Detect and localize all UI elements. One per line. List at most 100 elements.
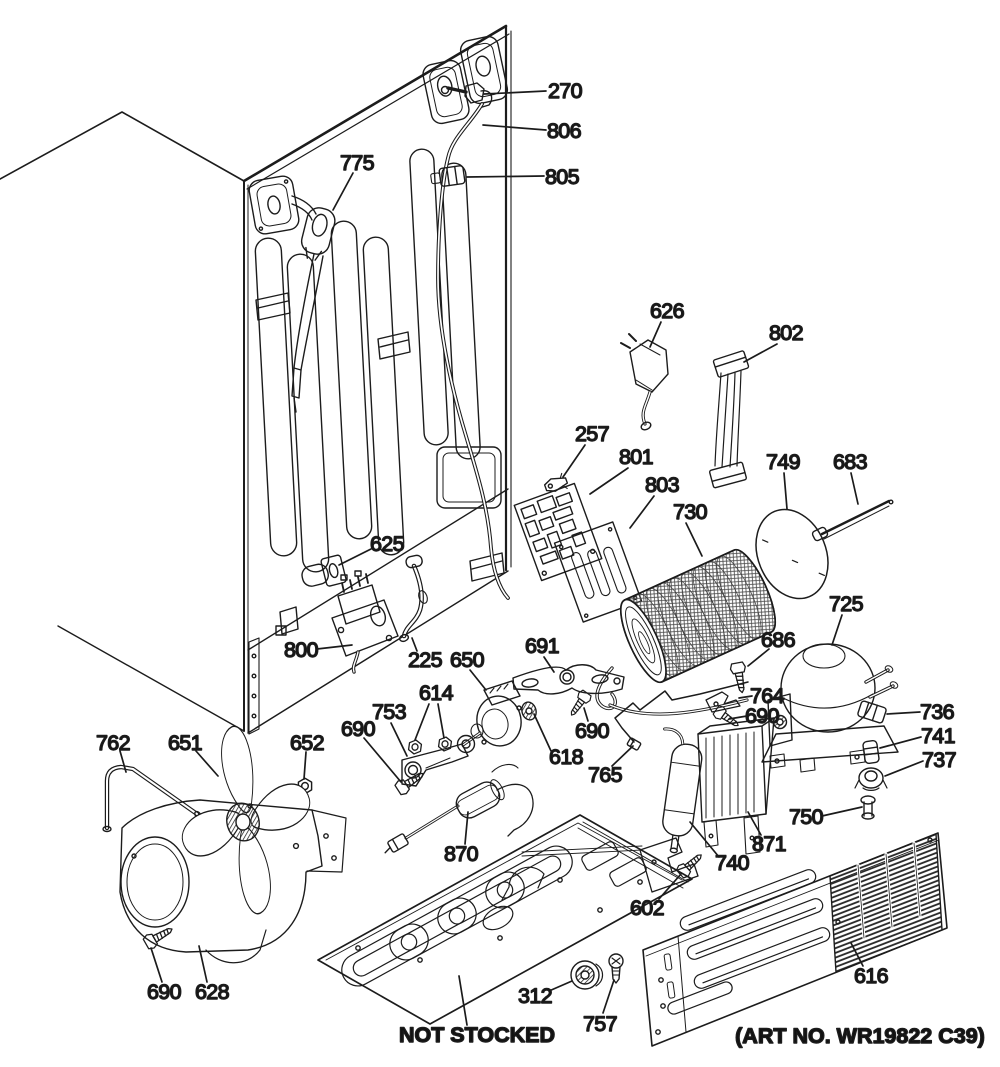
leader-line xyxy=(338,548,372,566)
callout-614: 614 xyxy=(414,680,455,741)
condenser-coil-730 xyxy=(595,548,777,716)
leader-line xyxy=(316,644,353,650)
callout-750: 750 xyxy=(788,804,863,830)
leader-line xyxy=(482,124,547,131)
clip-257 xyxy=(543,472,569,492)
screw-757 xyxy=(608,953,624,984)
tube-762 xyxy=(102,764,202,833)
callout-not-stocked: NOT STOCKED xyxy=(398,975,556,1048)
drain-hose-225 xyxy=(398,554,428,643)
callout-label: 749 xyxy=(766,450,800,474)
callout-626: 626 xyxy=(649,298,686,348)
callout-label: 225 xyxy=(408,648,443,672)
callout-label: 741 xyxy=(921,724,955,748)
grommet-plate-top xyxy=(422,35,509,125)
callout-label: 270 xyxy=(548,79,583,103)
bracket-691 xyxy=(512,664,625,695)
screw-690-left xyxy=(393,766,428,797)
callout-741: 741 xyxy=(879,723,956,749)
fan-shroud-628 xyxy=(119,799,347,964)
leader-line xyxy=(602,979,615,1014)
callout-225: 225 xyxy=(407,637,444,673)
callout-label: 683 xyxy=(833,450,868,474)
leader-line xyxy=(831,614,843,646)
callout-740: 740 xyxy=(689,821,751,876)
water-inlet-fitting-270 xyxy=(440,82,493,109)
gasket-749 xyxy=(755,508,829,600)
callout-label: 690 xyxy=(147,980,182,1004)
callout-label: 725 xyxy=(829,592,864,616)
callout-257: 257 xyxy=(562,421,610,478)
callout-312: 312 xyxy=(517,980,573,1009)
leader-line xyxy=(658,873,682,900)
callout-691: 691 xyxy=(524,633,560,673)
leader-line xyxy=(195,750,219,777)
leader-line xyxy=(543,656,555,673)
callout-label: 753 xyxy=(372,700,407,724)
callout-art-no-wr19822-c39: (ART NO. WR19822 C39) xyxy=(734,1023,985,1048)
leader-line xyxy=(783,472,788,510)
leader-line xyxy=(198,945,208,983)
callout-label: 736 xyxy=(920,700,955,724)
callout-label: 625 xyxy=(370,532,405,556)
leader-line xyxy=(886,711,921,715)
back-panel-embossing xyxy=(254,148,502,573)
stud-750 xyxy=(860,795,876,820)
leader-line xyxy=(411,637,418,652)
callout-label: 686 xyxy=(761,628,796,652)
wire-harness-802 xyxy=(708,350,750,489)
bracket-small xyxy=(275,606,299,636)
grommet-737 xyxy=(854,767,888,791)
leader-line xyxy=(390,722,408,757)
leader-line xyxy=(689,821,720,858)
leader-line xyxy=(583,707,589,722)
roller-312 xyxy=(570,960,604,990)
compressor-725 xyxy=(761,643,899,773)
leader-line xyxy=(821,806,863,817)
callout-800: 800 xyxy=(283,637,353,663)
cabinet-outline xyxy=(0,24,512,735)
callout-270: 270 xyxy=(483,78,584,104)
water-valve-800 xyxy=(331,570,399,674)
callout-label: NOT STOCKED xyxy=(399,1023,555,1047)
callout-label: 762 xyxy=(96,731,130,755)
callout-690: 690 xyxy=(146,947,183,1005)
callout-765: 765 xyxy=(587,745,634,788)
callout-label: 650 xyxy=(450,648,485,672)
grommet-plate-left xyxy=(248,175,317,235)
callout-690: 690 xyxy=(340,716,402,783)
leader-line xyxy=(649,321,662,348)
callout-label: 740 xyxy=(715,851,750,875)
callout-737: 737 xyxy=(884,747,957,777)
callout-690: 690 xyxy=(728,703,781,729)
callout-label: 806 xyxy=(547,119,582,143)
callout-label: 651 xyxy=(168,731,202,755)
callout-label: 775 xyxy=(340,151,375,175)
callout-label: 805 xyxy=(545,165,580,189)
callout-628: 628 xyxy=(194,945,231,1005)
callout-label: 602 xyxy=(630,896,664,920)
fan-blade-651 xyxy=(181,725,311,915)
leader-line xyxy=(464,811,469,845)
callout-652: 652 xyxy=(289,730,325,780)
leader-line xyxy=(562,444,586,478)
callout-801: 801 xyxy=(589,444,654,495)
bolt-686 xyxy=(728,660,751,695)
leader-line xyxy=(332,172,354,211)
callout-775: 775 xyxy=(332,150,376,211)
callout-871: 871 xyxy=(747,811,787,857)
drier-740 xyxy=(662,727,703,854)
motor-650 xyxy=(461,680,522,747)
callout-757: 757 xyxy=(582,979,618,1037)
callout-label: 871 xyxy=(752,832,786,856)
callout-736: 736 xyxy=(886,699,956,725)
leader-line xyxy=(533,713,552,752)
heater-870 xyxy=(384,763,534,854)
callout-label: 730 xyxy=(673,500,708,524)
leader-line xyxy=(743,343,778,363)
leader-line xyxy=(685,522,703,557)
callout-616: 616 xyxy=(850,942,890,989)
tube-clip-805 xyxy=(430,165,466,187)
